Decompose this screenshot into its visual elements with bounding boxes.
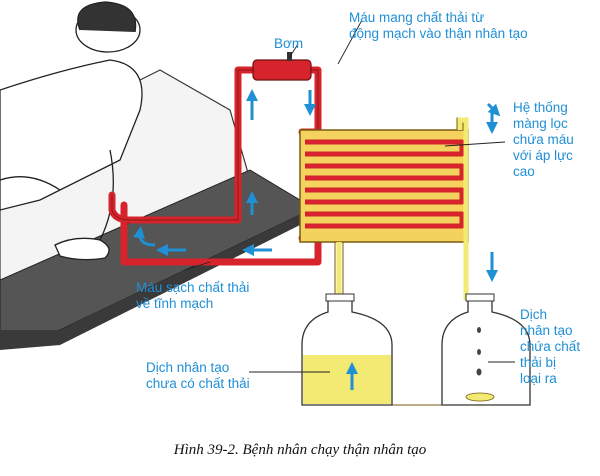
waste-fluid-bottle xyxy=(441,293,531,406)
flow-arrows xyxy=(133,89,501,390)
patient xyxy=(0,1,143,261)
fresh-fluid-label: Dịch nhân tạo chưa có chất thải xyxy=(146,360,250,391)
filter-system-label: Hệ thống màng lọc chứa máu với áp lực ca… xyxy=(513,100,574,179)
leader-lines xyxy=(184,19,515,373)
artery-blood-label: Máu mang chất thải từ động mạch vào thận… xyxy=(349,10,528,41)
clean-blood-label: Máu sạch chất thải về tĩnh mạch xyxy=(136,280,250,311)
pump-label: Bơm xyxy=(274,36,304,51)
dialysis-filter xyxy=(299,129,469,243)
fresh-fluid-bottle xyxy=(301,293,393,406)
waste-fluid-label: Dịch nhân tạo chứa chất thải bị loại ra xyxy=(520,307,581,386)
figure-caption: Hình 39-2. Bệnh nhân chạy thận nhân tạo xyxy=(173,442,427,458)
pump xyxy=(252,52,312,81)
